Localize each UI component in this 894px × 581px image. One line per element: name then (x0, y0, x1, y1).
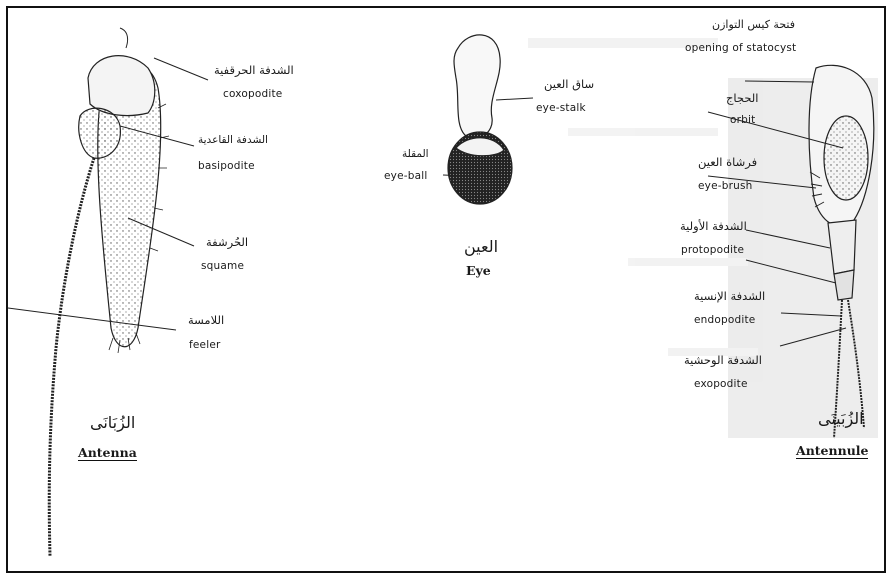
eye-stalk-shape (454, 35, 500, 138)
eye-title-ar: العين (464, 240, 498, 253)
statocyst-label-ar: فتحة كيس التوازن (712, 18, 795, 31)
antenna-title-ar: الزُبَانَى (90, 416, 135, 429)
squame-label-en: squame (201, 260, 244, 273)
basipodite-label-ar: الشدفة القاعدية (198, 134, 268, 147)
exopodite-label-en: exopodite (694, 378, 748, 391)
eye-brush-label-en: eye-brush (698, 180, 753, 193)
eye-title-en: Eye (466, 264, 491, 277)
coxopodite-label-ar: الشدفة الحرقفية (214, 64, 294, 77)
eye-stalk-label-ar: ساق العين (544, 78, 594, 91)
eye-ball-label-ar: المقلة (402, 148, 429, 161)
antenna-feeler-shape (49, 158, 94, 556)
squame-label-ar: الحُرشفة (206, 236, 248, 249)
endopodite-label-en: endopodite (694, 314, 755, 327)
endopodite-label-ar: الشدفة الإنسية (694, 290, 765, 303)
antennule-title-ar: الزُبَينَى (818, 412, 864, 425)
basipodite-label-en: basipodite (198, 160, 255, 173)
orbit-label-en: orbit (730, 114, 755, 127)
protopodite-label-en: protopodite (681, 244, 744, 257)
feeler-label-en: feeler (189, 339, 221, 352)
exopodite-label-ar: الشدفة الوحشية (684, 354, 762, 367)
figure-frame: الشدفة الحرقفية coxopodite الشدفة القاعد… (6, 6, 886, 573)
protopodite-label-ar: الشدفة الأولية (680, 220, 747, 233)
eye-brush-label-ar: فرشاة العين (698, 156, 757, 169)
orbit-label-ar: الحجاج (726, 92, 758, 105)
statocyst-label-en: opening of statocyst (685, 42, 796, 55)
antenna-drawing (49, 28, 169, 556)
coxopodite-label-en: coxopodite (223, 88, 282, 101)
antenna-coxopodite-shape (88, 56, 155, 116)
antennule-title-en: Antennule (796, 444, 868, 459)
eye-ball-label-en: eye-ball (384, 170, 427, 183)
antenna-basipodite-shape (79, 108, 121, 158)
feeler-label-ar: اللامسة (188, 314, 224, 327)
antenna-title-en: Antenna (78, 446, 137, 461)
eye-drawing (448, 35, 512, 204)
eye-stalk-label-en: eye-stalk (536, 102, 586, 115)
antennule-orbit-shape (824, 116, 868, 200)
